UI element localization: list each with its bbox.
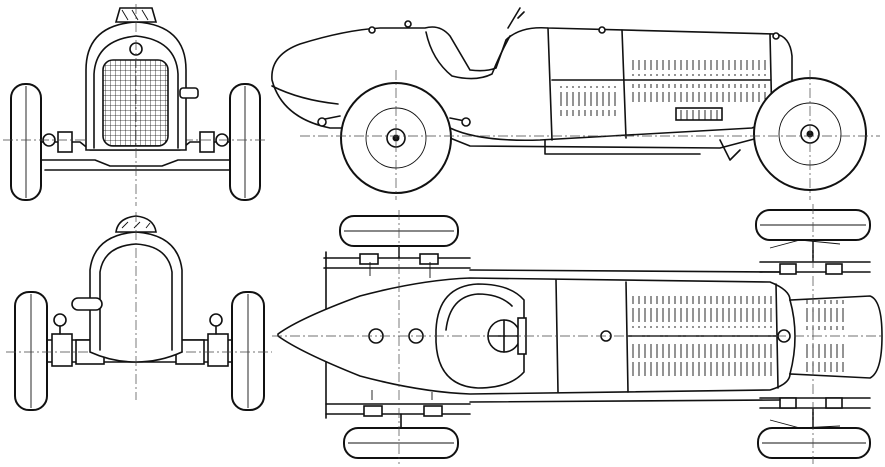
front-windscreen [114, 7, 158, 23]
side-view [271, 7, 880, 200]
side-cockpit [425, 31, 511, 80]
front-view [3, 4, 268, 206]
top-louvers-right [632, 344, 772, 376]
radiator-grille [102, 59, 169, 147]
top-louvers-left [632, 296, 772, 328]
side-louvers-lower [630, 84, 770, 102]
rear-view [6, 212, 272, 411]
top-view [272, 204, 884, 464]
side-louvers-upper [630, 60, 770, 76]
